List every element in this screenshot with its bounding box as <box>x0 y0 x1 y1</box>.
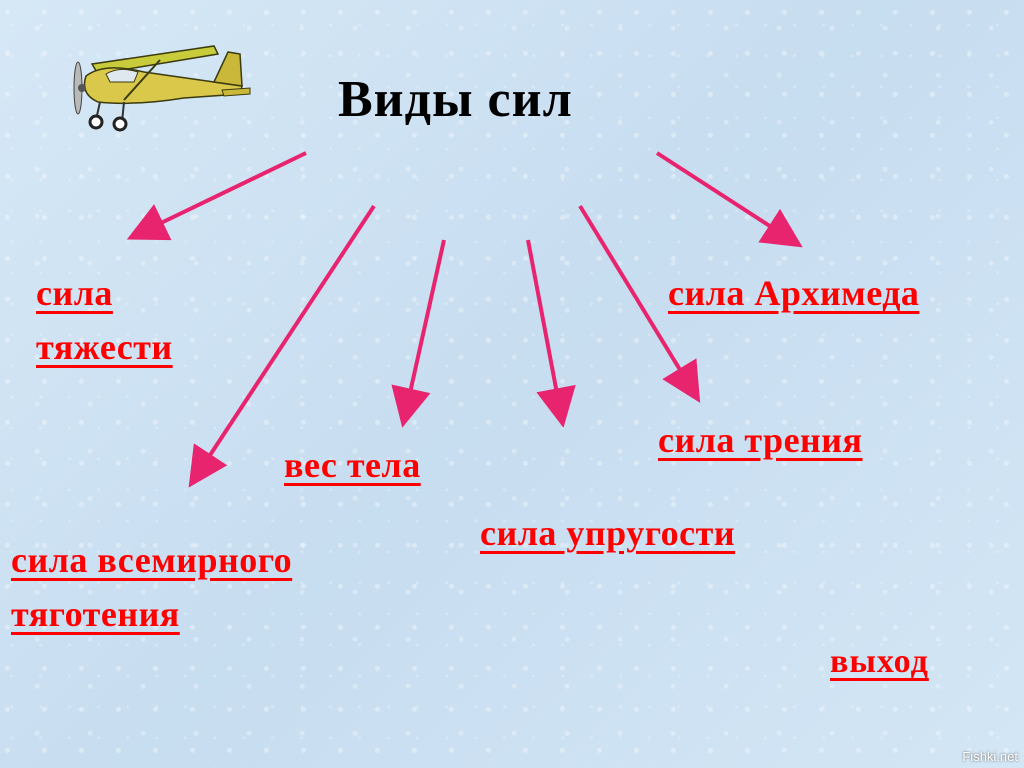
exit-link[interactable]: выход <box>830 643 929 680</box>
arrow-to-friction-force <box>578 204 701 403</box>
link-archimedes-force[interactable]: сила Архимеда <box>668 266 919 320</box>
link-friction-force[interactable]: сила трения <box>658 413 863 467</box>
airplane-icon <box>73 45 251 132</box>
link-friction-force-label: сила трения <box>658 420 863 460</box>
arrow-to-elastic-force <box>526 239 576 428</box>
link-gravity[interactable]: сила тяжести <box>36 266 173 374</box>
link-universal-gravitation[interactable]: сила всемирного тяготения <box>11 533 292 641</box>
link-universal-gravitation-line-1: сила всемирного <box>11 540 293 580</box>
link-body-weight-label: вес тела <box>284 445 421 485</box>
link-gravity-line-2: тяжести <box>36 327 173 367</box>
link-elastic-force[interactable]: сила упругости <box>480 506 735 560</box>
arrow-to-gravity <box>126 151 307 241</box>
link-gravity-line-1: сила <box>36 273 113 313</box>
arrow-to-archimedes-force <box>655 151 803 248</box>
link-elastic-force-label: сила упругости <box>480 513 736 553</box>
arrow-to-universal-gravitation <box>188 204 376 488</box>
watermark: Fishki.net <box>962 749 1018 764</box>
arrow-to-body-weight <box>391 239 446 428</box>
link-universal-gravitation-line-2: тяготения <box>11 594 180 634</box>
page-title: Виды сил <box>338 71 573 128</box>
link-archimedes-force-label: сила Архимеда <box>668 273 920 313</box>
link-body-weight[interactable]: вес тела <box>284 438 421 492</box>
